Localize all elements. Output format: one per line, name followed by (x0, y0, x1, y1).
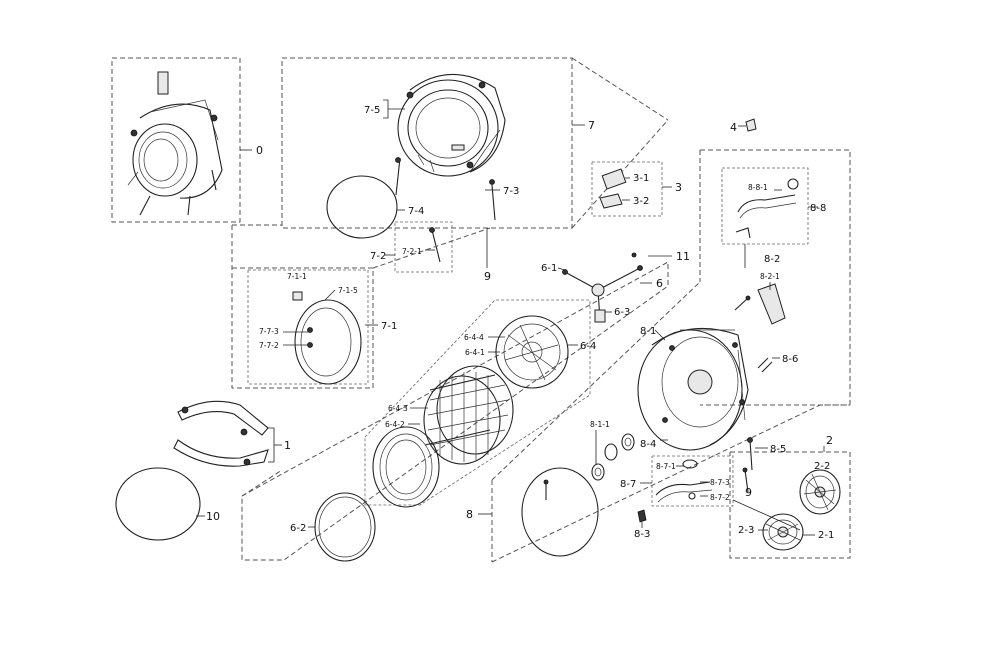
label-11: 11 (676, 250, 690, 263)
label-8-6: 8-6 (782, 354, 798, 365)
label-1: 1 (284, 439, 291, 452)
hose-8-8-1 (737, 194, 796, 213)
motor-2-1 (762, 513, 804, 551)
bolt-8-5 (749, 439, 753, 471)
pulley-2-2 (799, 469, 841, 515)
group-1-balance-weights (173, 400, 282, 467)
drum-shell-6-4-3 (423, 365, 514, 465)
label-6-4-1: 6-4-1 (465, 348, 485, 357)
group-6-drum (241, 252, 672, 562)
label-2-1: 2-1 (818, 530, 834, 541)
label-9-a: 9 (484, 270, 491, 283)
label-6-2: 6-2 (290, 523, 306, 534)
label-8-1-1: 8-1-1 (590, 420, 610, 429)
label-9-b: 9 (745, 486, 752, 499)
label-3-2: 3-2 (633, 196, 649, 207)
group-4 (738, 118, 757, 132)
label-6-3: 6-3 (614, 307, 630, 318)
label-6-4-4: 6-4-4 (464, 333, 484, 342)
label-8-7: 8-7 (620, 479, 636, 490)
group-2-motor (729, 446, 851, 559)
part-3-2 (599, 193, 623, 209)
label-7-4: 7-4 (408, 206, 424, 217)
label-8-7-2: 8-7-2 (710, 493, 730, 502)
label-7-2-1: 7-2-1 (402, 247, 422, 256)
label-6-1: 6-1 (541, 263, 557, 274)
group-7-tub-front (281, 57, 669, 268)
label-0: 0 (256, 144, 263, 157)
drum-back-6-4 (495, 315, 569, 389)
drum-front-6-4-2 (372, 426, 440, 508)
label-2-3: 2-3 (738, 525, 754, 536)
part-8-3 (637, 509, 647, 523)
label-10: 10 (206, 510, 220, 523)
label-6-4-2: 6-4-2 (385, 420, 405, 429)
label-8-2-1: 8-2-1 (760, 272, 780, 281)
clip-7-1-1 (292, 291, 303, 301)
tub-rear-8-1 (637, 327, 749, 451)
label-7-3: 7-3 (503, 186, 519, 197)
door-seal-ring (521, 467, 599, 557)
group-8-tub-rear (478, 149, 851, 563)
label-7-1-1: 7-1-1 (287, 272, 307, 281)
part-labels: 0 1 2 2-1 2-2 2-3 3 3-1 3-2 4 6 6-1 6-2 … (206, 105, 834, 541)
label-8-2: 8-2 (764, 254, 780, 265)
label-7: 7 (588, 119, 595, 132)
tub-front-drawing (395, 73, 506, 221)
label-8: 8 (466, 508, 473, 521)
tub-assembly-drawing (127, 71, 223, 216)
label-8-7-3: 8-7-3 (710, 478, 730, 487)
label-7-2: 7-2 (370, 251, 386, 262)
label-2-2: 2-2 (814, 461, 830, 472)
group-0-tub-assembly (111, 57, 252, 223)
label-6: 6 (656, 277, 663, 290)
group-3 (591, 161, 672, 217)
label-8-8: 8-8 (810, 203, 826, 214)
gasket-ring-7-4 (326, 175, 398, 239)
label-4: 4 (730, 121, 737, 134)
label-2: 2 (826, 434, 833, 447)
label-8-5: 8-5 (770, 444, 786, 455)
label-6-4-3: 6-4-3 (388, 404, 408, 413)
part-3-1 (601, 168, 627, 190)
spider-6-1 (562, 265, 643, 323)
group-10-clamp (115, 467, 205, 541)
group-7-1-door-ring (231, 224, 491, 389)
label-7-7-2: 7-7-2 (259, 341, 279, 350)
label-8-7-1: 8-7-1 (656, 462, 676, 471)
label-7-1-5: 7-1-5 (338, 286, 358, 295)
label-3-1: 3-1 (633, 173, 649, 184)
part-8-2-1 (757, 283, 786, 325)
label-7-1: 7-1 (381, 321, 397, 332)
label-7-7-3: 7-7-3 (259, 327, 279, 336)
label-7-5: 7-5 (364, 105, 380, 116)
label-8-4: 8-4 (640, 439, 656, 450)
seal-8-4 (621, 433, 635, 451)
drum-ring-6-2 (314, 492, 376, 562)
label-8-8-1: 8-8-1 (748, 183, 768, 192)
label-8-1: 8-1 (640, 326, 656, 337)
hose-8-7 (655, 481, 711, 496)
label-6-4: 6-4 (580, 341, 596, 352)
label-8-3: 8-3 (634, 529, 650, 540)
label-3: 3 (675, 181, 682, 194)
